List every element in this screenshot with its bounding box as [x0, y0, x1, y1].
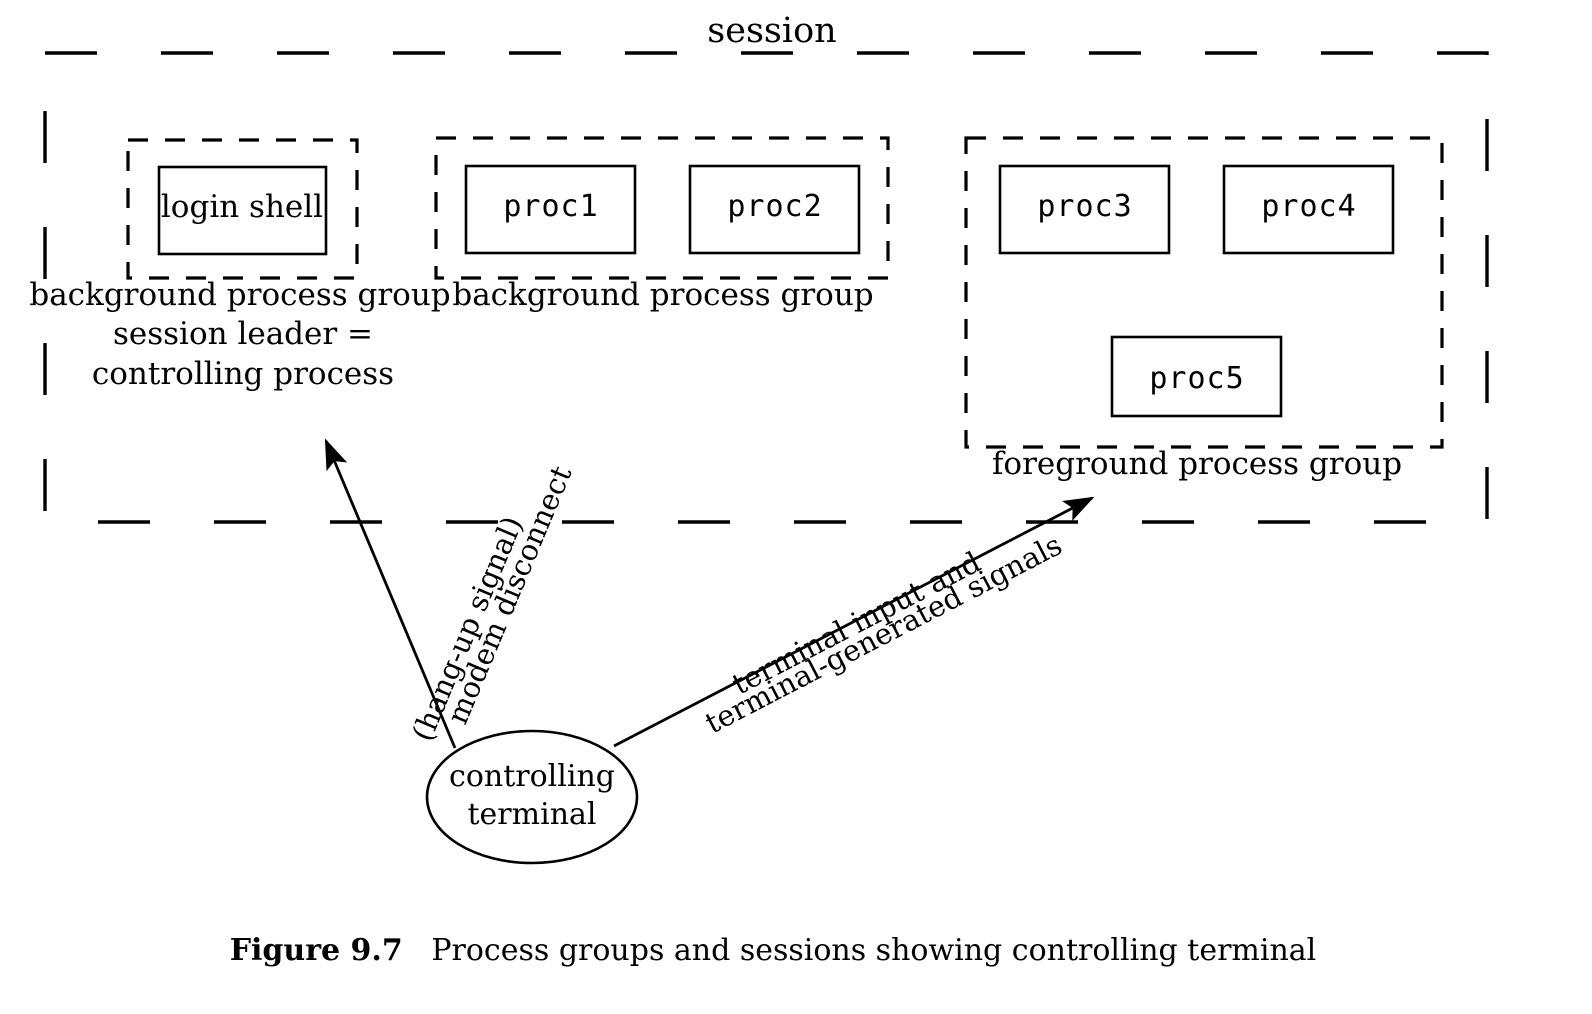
figure-caption-text: Process groups and sessions showing cont… — [431, 933, 1317, 968]
proc4-box[interactable] — [1222, 164, 1395, 255]
terminal-input-arrow-line — [613, 496, 1095, 748]
proc5-label: proc5 — [1149, 361, 1245, 396]
login-shell-label: login shell — [160, 189, 324, 225]
foreground-group-label: foreground process group — [991, 446, 1403, 482]
figure-caption-spacer — [403, 933, 432, 968]
controlling-terminal-label-line1: controlling — [449, 759, 615, 794]
middle-background-group-boundary — [434, 136, 890, 280]
middle-background-group-label: background process group — [452, 277, 874, 313]
proc3-box[interactable] — [998, 164, 1171, 255]
left-background-group-boundary — [126, 138, 359, 280]
session-leader-note-line2: controlling process — [91, 356, 395, 392]
controlling-terminal-ellipse[interactable] — [425, 729, 639, 865]
proc4-label: proc4 — [1261, 189, 1357, 224]
foreground-group-boundary — [964, 136, 1444, 449]
hangup-arrow-line — [324, 438, 457, 749]
proc2-label: proc2 — [727, 189, 823, 224]
proc3-label: proc3 — [1037, 189, 1133, 224]
session-boundary — [43, 51, 1489, 524]
figure-caption-label: Figure 9.7 — [229, 933, 403, 968]
figure-caption: Figure 9.7 Process groups and sessions s… — [230, 934, 1317, 968]
proc5-box[interactable] — [1110, 335, 1283, 418]
proc1-label: proc1 — [503, 189, 599, 224]
left-background-group-label: background process group — [29, 277, 451, 313]
session-leader-note-line1: session leader = — [112, 316, 374, 352]
proc2-box[interactable] — [688, 164, 861, 255]
login-shell-box[interactable] — [157, 165, 328, 256]
controlling-terminal-label-line2: terminal — [467, 797, 597, 832]
proc1-box[interactable] — [464, 164, 637, 255]
session-title: session — [707, 11, 837, 51]
